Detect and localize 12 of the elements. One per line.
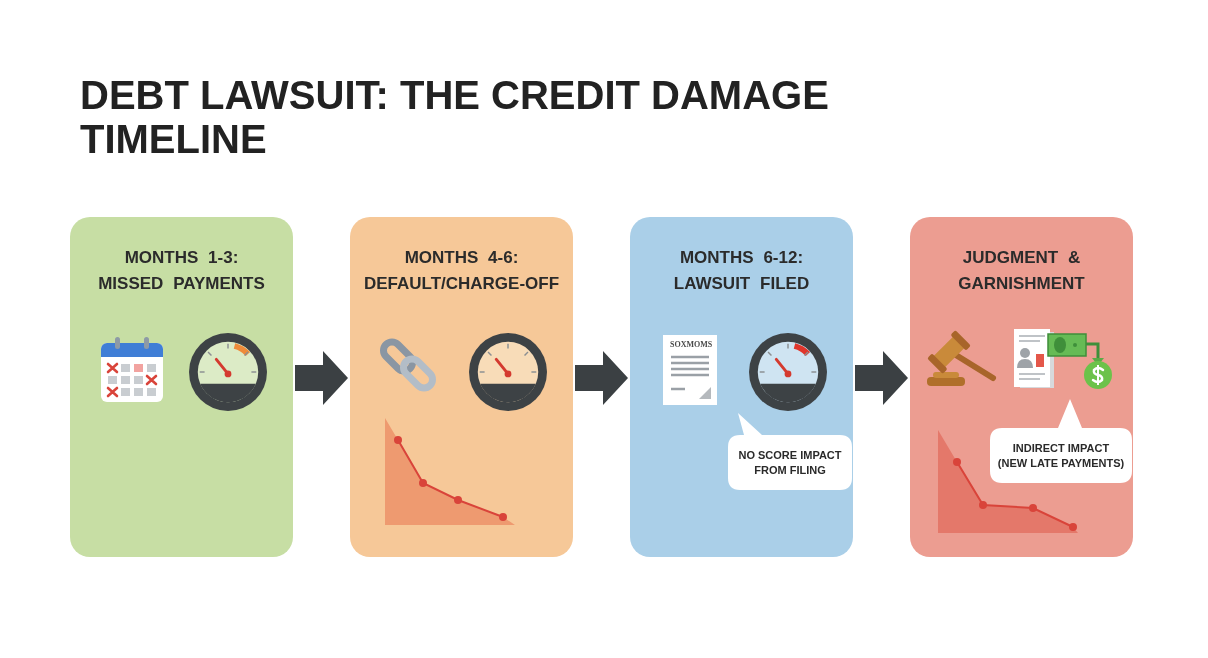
block-arrow [575, 351, 628, 405]
document-heading-text: SOXMOMS [670, 340, 713, 350]
stage-heading: MONTHS 4-6: DEFAULT/CHARGE-OFF [362, 247, 561, 295]
stage-heading: MONTHS 6-12: LAWSUIT FILED [672, 247, 811, 295]
stage-card [70, 217, 293, 557]
block-arrow [295, 351, 348, 405]
stage-heading: MONTHS 1-3: MISSED PAYMENTS [97, 247, 266, 295]
block-arrow [855, 351, 908, 405]
diagram-title: DEBT LAWSUIT: THE CREDIT DAMAGE TIMELINE [80, 73, 830, 161]
stage-heading: JUDGMENT & GARNISHMENT [957, 247, 1086, 295]
stage-card [630, 217, 853, 557]
callout-text: NO SCORE IMPACT FROM FILING [737, 447, 843, 478]
